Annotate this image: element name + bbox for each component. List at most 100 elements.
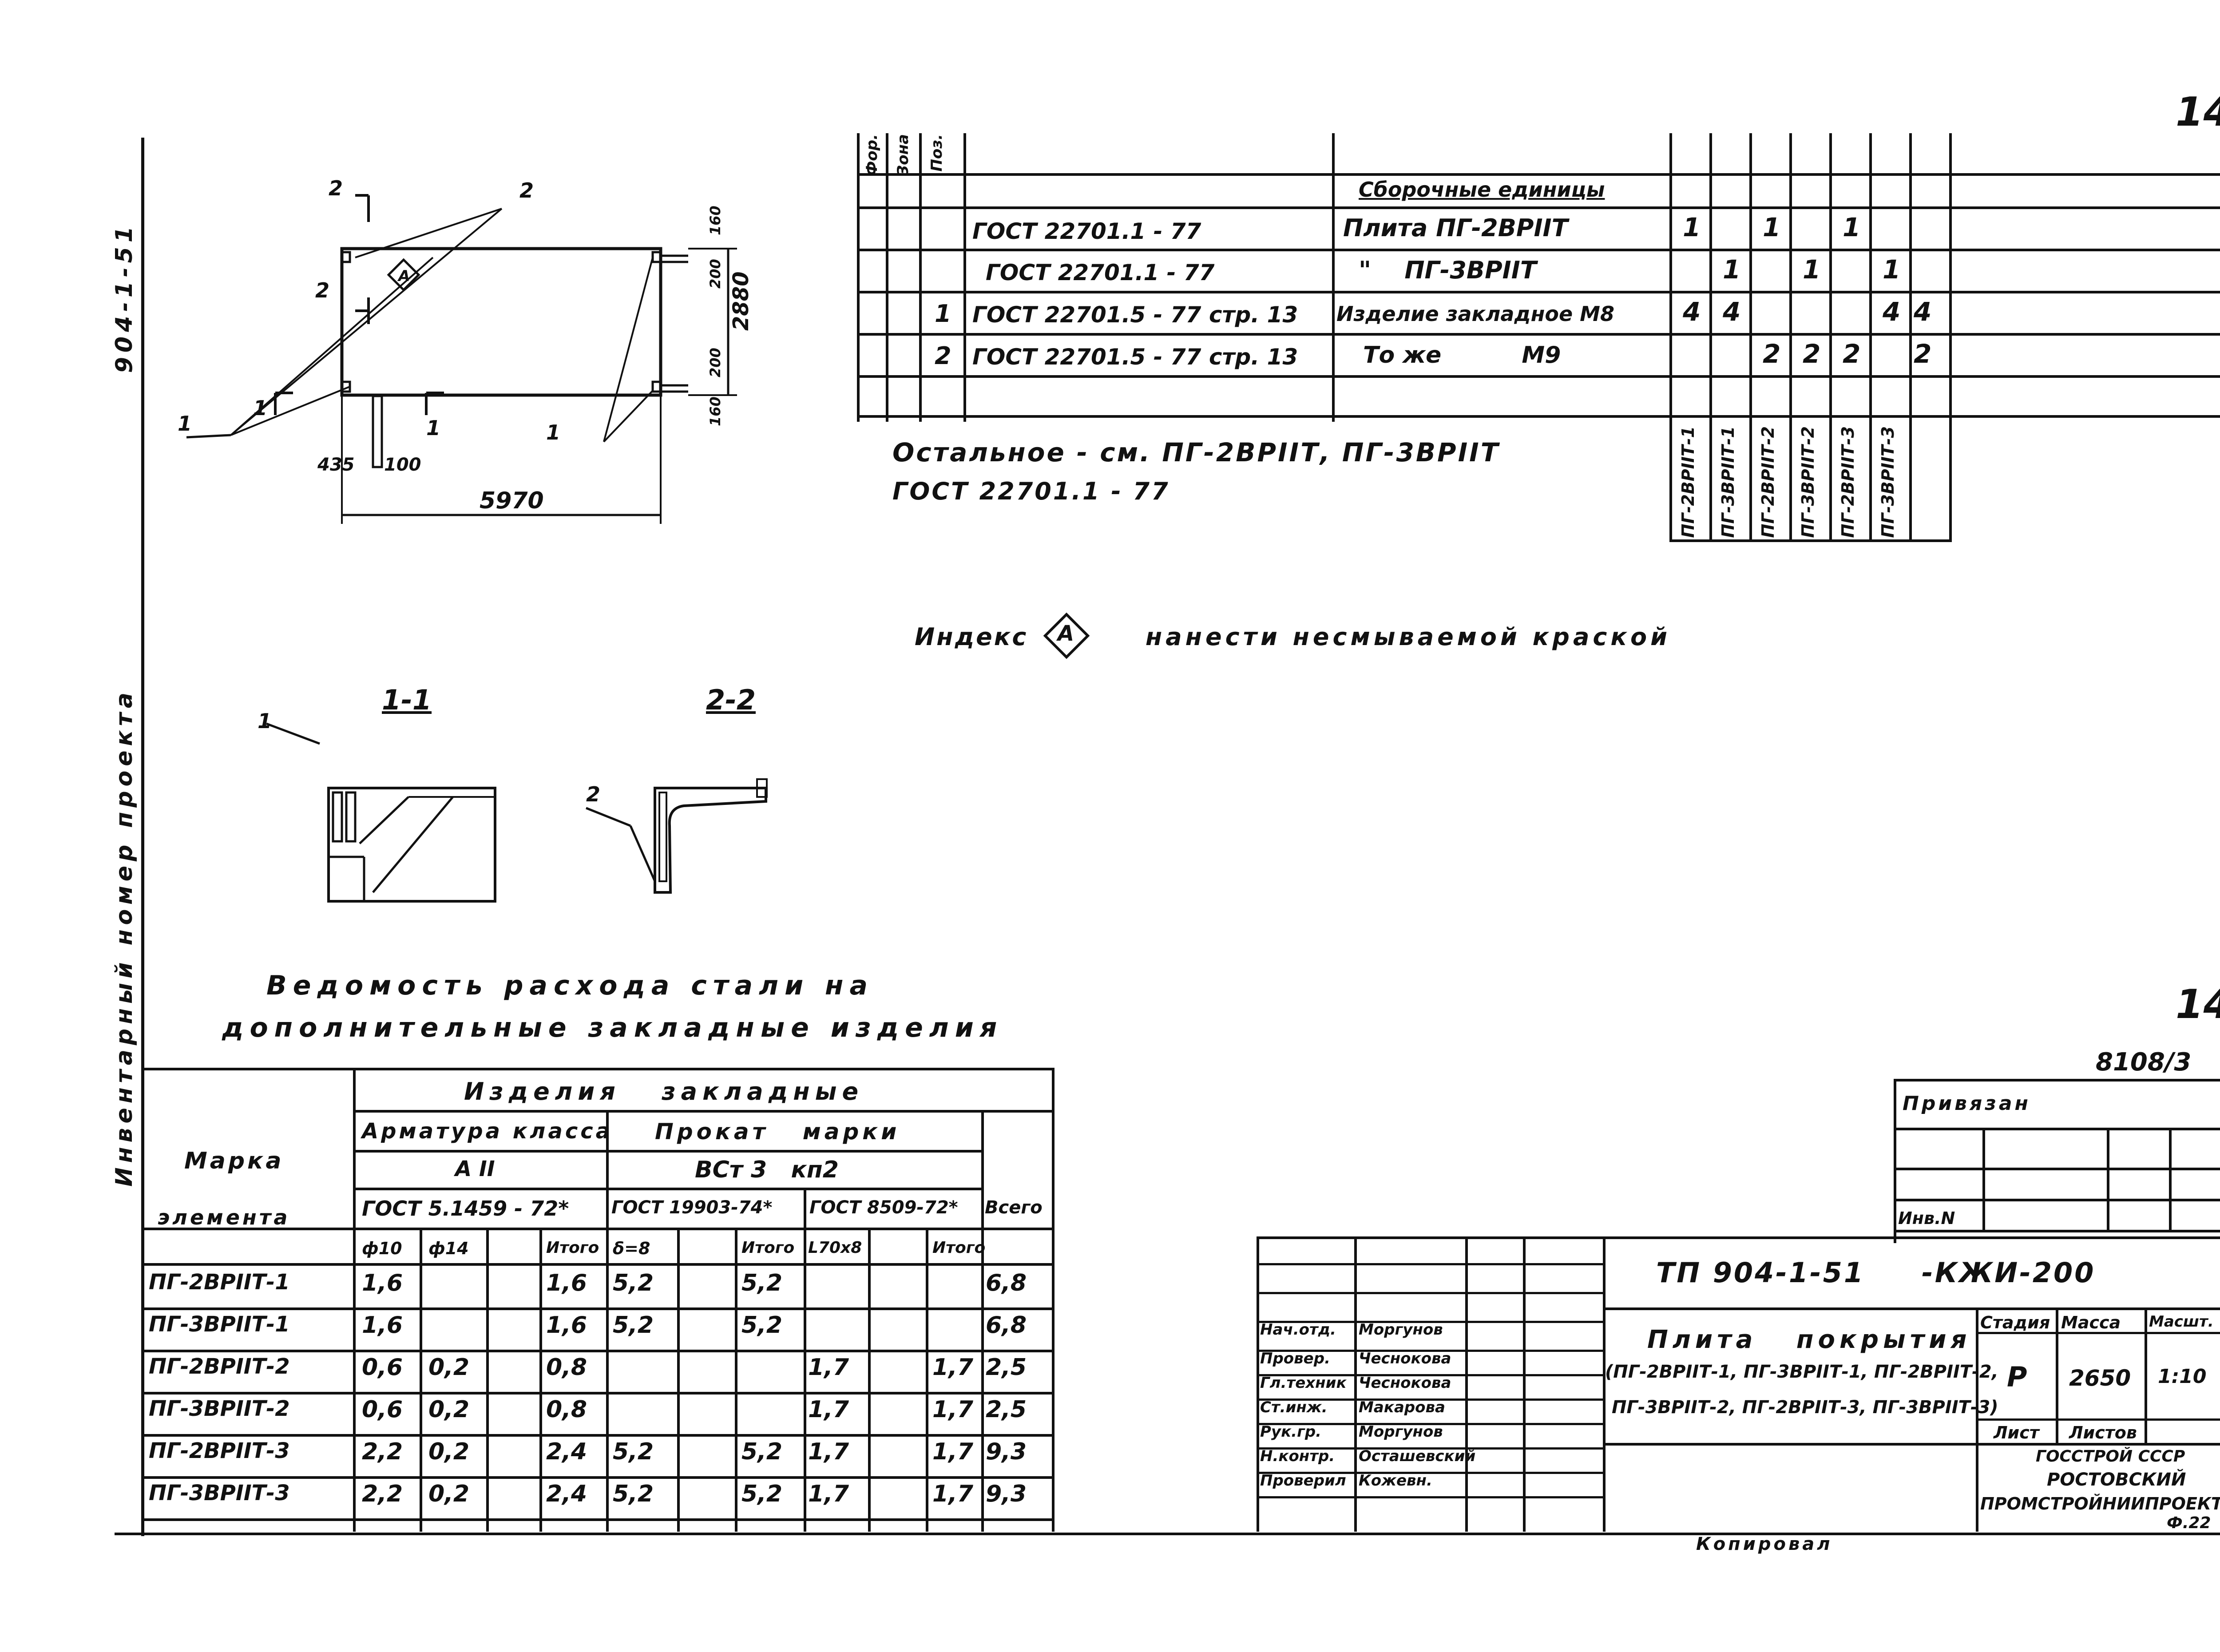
left-frame-line	[141, 138, 144, 1536]
doc-code: ТП 904-1-51 -КЖИ-200	[1656, 1256, 2096, 1289]
steel-h-total: Всего	[985, 1197, 1043, 1218]
format-label: Ф.22	[2167, 1514, 2211, 1532]
steel-row-cell: 6,8	[986, 1270, 1027, 1296]
spec-row3-q1: 4	[1683, 297, 1701, 327]
steel-row-cell: 0,2	[428, 1396, 470, 1423]
variant-label-6: ПГ-3ВРIIТ-3	[1878, 426, 1898, 538]
plan-callout-1b: 1	[546, 420, 560, 444]
footer-copied: Копировал	[1696, 1534, 1833, 1554]
note-rest-line2: ГОСТ 22701.1 - 77	[892, 477, 1170, 505]
spec-row1-q5: 1	[1843, 212, 1861, 242]
steel-h-rebar: Арматура класса	[362, 1119, 613, 1144]
stage-value: Р	[2007, 1361, 2027, 1393]
spec-row2-doc: ГОСТ 22701.1 - 77	[986, 260, 1215, 285]
steel-row-cell: 5,2	[613, 1438, 654, 1465]
section-mark-2: 2	[329, 176, 343, 200]
signature-role: Провер.	[1260, 1350, 1330, 1367]
spec-row3-doc: ГОСТ 22701.5 - 77 стр. 13	[972, 302, 1298, 328]
signature-role: Нач.отд.	[1260, 1321, 1336, 1339]
spec-row2-q6: 1	[1883, 254, 1901, 285]
spec-row4-q6: 2	[1914, 339, 1932, 369]
spec-row4-q5: 2	[1843, 339, 1861, 369]
steel-row-cell: 0,2	[428, 1481, 470, 1507]
index-note-letter: А	[1058, 621, 1074, 646]
steel-row-cell: 1,7	[932, 1481, 974, 1507]
org-line-2: РОСТОВСКИЙ	[2047, 1470, 2186, 1490]
section-1-callout: 1	[258, 710, 272, 733]
signature-role: Проверил	[1260, 1472, 1346, 1490]
org-line-3: ПРОМСТРОЙНИИПРОЕКТ	[1980, 1494, 2220, 1513]
spec-row4-pos: 2	[935, 342, 951, 370]
variant-label-5: ПГ-2ВРIIТ-3	[1838, 426, 1858, 538]
steel-row-mark: ПГ-3ВРIIТ-2	[149, 1396, 290, 1421]
steel-h-rebar-gost: ГОСТ 5.1459 - 72*	[362, 1196, 569, 1220]
steel-h-rolled: Прокат марки	[655, 1119, 900, 1145]
steel-row-cell: 1,7	[932, 1354, 974, 1381]
steel-row-cell: 0,8	[546, 1354, 587, 1381]
binding-inv: Инв.N	[1898, 1208, 1955, 1228]
spec-row4-doc: ГОСТ 22701.5 - 77 стр. 13	[972, 344, 1298, 370]
note-rest-line1: Остальное - см. ПГ-2ВРIIТ, ПГ-3ВРIIТ	[892, 437, 1500, 467]
steel-row-cell: 5,2	[741, 1481, 783, 1507]
binding-block: Привязан Инв.N	[1894, 1079, 2220, 1243]
margin-text-2: 904-1-51	[111, 222, 138, 373]
steel-row-cell: 1,6	[546, 1270, 587, 1296]
steel-row-cell: 1,7	[932, 1396, 974, 1423]
product-title-1: Плита покрытия	[1647, 1325, 1971, 1354]
index-note-prefix: Индекс	[915, 623, 1028, 651]
steel-h-items: Изделия закладные	[464, 1078, 864, 1105]
signature-role: Н.контр.	[1260, 1447, 1335, 1465]
signature-role: Ст.инж.	[1260, 1398, 1328, 1416]
steel-row-cell: 5,2	[741, 1312, 783, 1339]
spec-row1-doc: ГОСТ 22701.1 - 77	[972, 218, 1201, 244]
plan-drawing: А 5970 2880 435 100 160 200 200 160 1 1 …	[178, 176, 753, 524]
steel-h-rebar-class: А II	[455, 1157, 495, 1181]
spec-row2-q2: 1	[1723, 254, 1741, 285]
steel-h-element: элемента	[158, 1205, 290, 1229]
section-mark-1b: 1	[426, 416, 440, 440]
title-block: ТП 904-1-51 -КЖИ-200 Плита покрытия (ПГ-…	[1257, 1236, 2220, 1532]
dim-length: 5970	[480, 487, 544, 514]
spec-row4-q4: 2	[1803, 339, 1821, 369]
section-2-drawing: 2	[586, 778, 768, 894]
signature-name: Моргунов	[1359, 1423, 1443, 1441]
steel-table: Марка элемента Изделия закладные Арматур…	[144, 1068, 1054, 1532]
steel-row-cell: 5,2	[613, 1270, 654, 1296]
steel-row-cell: 5,2	[741, 1438, 783, 1465]
spec-section-header: Сборочные единицы	[1359, 178, 1605, 202]
steel-row-cell: 2,2	[362, 1481, 403, 1507]
steel-row-cell: 1,7	[808, 1481, 849, 1507]
variant-label-4: ПГ-3ВРIIТ-2	[1798, 426, 1818, 538]
sheets-header: Листов	[2069, 1423, 2137, 1442]
steel-row-cell: 0,6	[362, 1396, 403, 1423]
spec-col-pos: Поз.	[928, 134, 946, 172]
steel-row-cell: 5,2	[613, 1312, 654, 1339]
index-note-suffix: нанести несмываемой краской	[1146, 623, 1671, 651]
dim-435: 435	[317, 455, 355, 475]
steel-row-mark: ПГ-3ВРIIТ-3	[149, 1481, 290, 1505]
steel-sub-l70: L70х8	[808, 1239, 862, 1257]
steel-row-cell: 2,5	[986, 1354, 1027, 1381]
bottom-frame-line	[115, 1533, 2220, 1535]
product-title-2: (ПГ-2ВРIIТ-1, ПГ-3ВРIIТ-1, ПГ-2ВРIIТ-2,	[1605, 1362, 1998, 1382]
spec-row3-q2: 4	[1723, 297, 1741, 327]
steel-row-mark: ПГ-2ВРIIТ-3	[149, 1438, 290, 1463]
spec-row4-q3: 2	[1763, 339, 1781, 369]
spec-row1-q3: 1	[1763, 212, 1781, 242]
steel-row-cell: 1,6	[362, 1312, 403, 1339]
spec-row1-name: Плита ПГ-2ВРIIТ	[1343, 214, 1568, 242]
spec-table: Фор. Зона Поз. Сборочные единицы ГОСТ 22…	[857, 133, 2220, 542]
steel-row-cell: 0,8	[546, 1396, 587, 1423]
product-title-3: ПГ-3ВРIIТ-2, ПГ-2ВРIIТ-3, ПГ-3ВРIIТ-3)	[1612, 1397, 1998, 1418]
steel-h-rolled-grade: ВСт 3 кп2	[695, 1157, 839, 1183]
sheet-number-top: 14	[2176, 89, 2220, 135]
steel-row-cell: 6,8	[986, 1312, 1027, 1339]
steel-row-cell: 1,6	[546, 1312, 587, 1339]
spec-row3-q6: 4	[1914, 297, 1932, 327]
dim-width: 2880	[729, 271, 753, 331]
steel-row-cell: 2,5	[986, 1396, 1027, 1423]
steel-row-cell: 1,7	[932, 1438, 974, 1465]
spec-col-format: Фор.	[863, 134, 881, 176]
signature-name: Макарова	[1359, 1398, 1445, 1416]
margin-text-1: Инвентарный номер проекта	[111, 688, 138, 1187]
